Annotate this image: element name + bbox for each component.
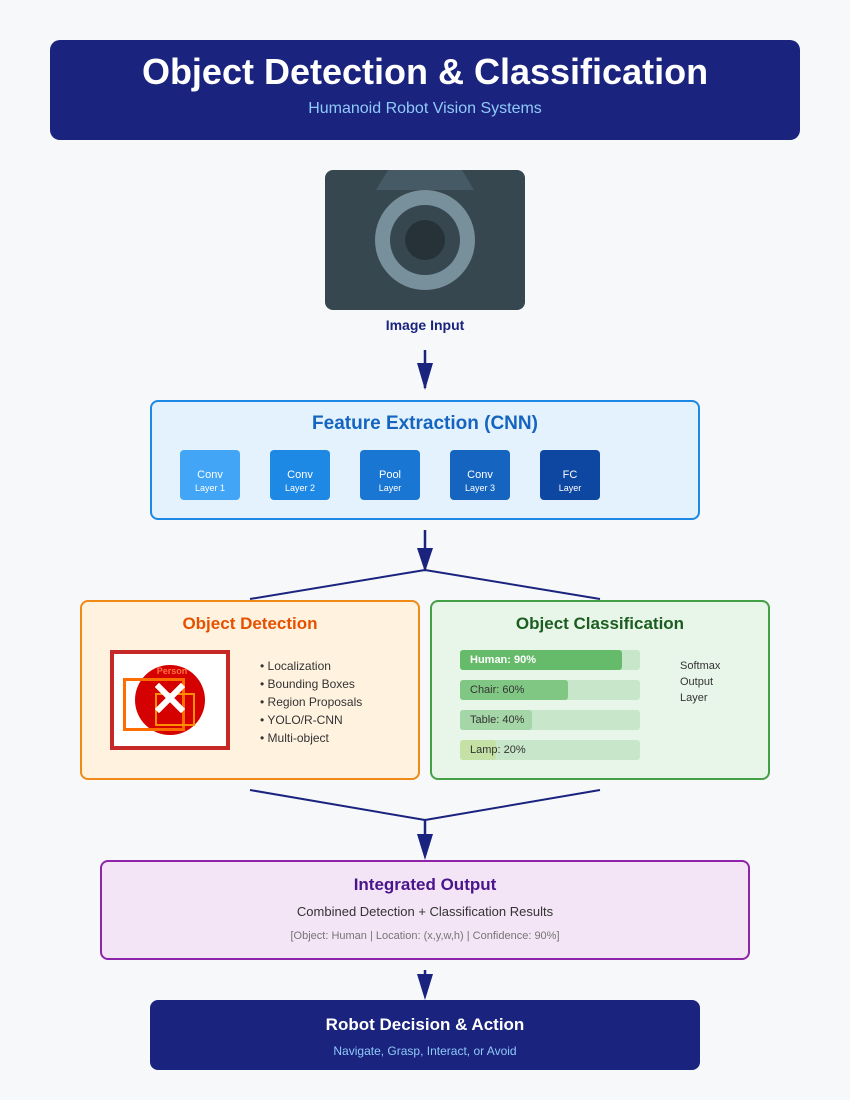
confidence-bar-label: Human: 90% (470, 654, 537, 666)
confidence-bar-fill (460, 710, 532, 730)
robot-action-subtitle: Navigate, Grasp, Interact, or Avoid (333, 1044, 517, 1058)
bounding-box-label-person: Person (156, 666, 188, 676)
confidence-bar-fill (460, 740, 496, 760)
confidence-bar-track: Chair: 60% (460, 680, 640, 700)
cnn-layer-name: FC (562, 469, 578, 481)
detection-feature-item: • Bounding Boxes (260, 677, 355, 691)
cnn-layer-sub: Layer 1 (194, 483, 226, 493)
bounding-box-primary (123, 678, 185, 731)
cnn-layer-name: Conv (287, 469, 313, 481)
integrated-output-detail: [Object: Human | Location: (x,y,w,h) | C… (290, 930, 560, 942)
page-title: Object Detection & Classification (141, 51, 709, 92)
camera-viewfinder-icon (376, 170, 474, 190)
confidence-bar-fill (460, 680, 568, 700)
cnn-layer-5: FC Layer (540, 450, 600, 500)
confidence-bar-fill (460, 650, 622, 670)
integrated-output-title: Integrated Output (353, 875, 497, 894)
detection-feature-item: • Multi-object (260, 731, 329, 745)
cnn-layer-name: Pool (378, 469, 402, 481)
page-subtitle: Humanoid Robot Vision Systems (308, 100, 542, 117)
object-detection-box (80, 600, 420, 780)
arrowhead-input-to-cnn (417, 363, 433, 390)
detection-feature-item: • Localization (260, 659, 331, 673)
camera-lens-center (405, 220, 445, 260)
softmax-label-line: Layer (680, 692, 708, 704)
image-input-label: Image Input (385, 317, 465, 333)
merge-line-right (424, 789, 601, 821)
object-detection-title: Object Detection (182, 614, 318, 633)
cross-marker-icon (155, 683, 185, 713)
cnn-layer-sub: Layer 2 (284, 483, 316, 493)
object-classification-title: Object Classification (515, 614, 685, 633)
feature-extraction-box (150, 400, 700, 520)
integrated-output-subtitle: Combined Detection + Classification Resu… (296, 904, 554, 919)
softmax-label-line: Softmax (680, 660, 721, 672)
detection-feature-item: • Region Proposals (260, 695, 363, 709)
confidence-bar-label: Table: 40% (470, 714, 525, 726)
confidence-bar-track: Table: 40% (460, 710, 640, 730)
arrowhead-merge-to-output (417, 834, 433, 860)
feature-extraction-title: Feature Extraction (CNN) (312, 413, 538, 434)
detection-feature-item: • YOLO/R-CNN (260, 713, 343, 727)
cnn-layer-sub: Layer 3 (464, 483, 496, 493)
arrowhead-cnn-down (417, 548, 433, 572)
arrowhead-output-to-action (417, 974, 433, 1000)
robot-action-box (150, 1000, 700, 1070)
confidence-bar-label: Lamp: 20% (470, 744, 526, 756)
confidence-bar-track: Lamp: 20% (460, 740, 640, 760)
cnn-layer-sub: Layer (558, 483, 582, 493)
cnn-layer-sub: Layer (378, 483, 402, 493)
header-banner: Object Detection & Classification Humano… (50, 40, 800, 140)
softmax-label-line: Output (680, 676, 714, 688)
split-line-left (249, 569, 426, 600)
cnn-layer-name: Conv (197, 469, 223, 481)
cnn-layer-name: Conv (467, 469, 493, 481)
confidence-bar-label: Chair: 60% (470, 684, 525, 696)
confidence-bar-track: Human: 90% (460, 650, 640, 670)
robot-action-title: Robot Decision & Action (325, 1015, 525, 1034)
merge-line-left (249, 789, 426, 821)
integrated-output-box (100, 860, 750, 960)
split-line-right (424, 569, 601, 600)
